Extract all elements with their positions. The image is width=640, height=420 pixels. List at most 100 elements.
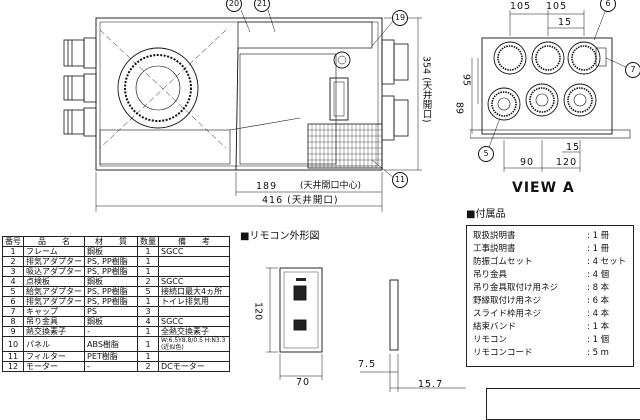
cell-material: - xyxy=(84,326,138,337)
bottom-right-frame xyxy=(486,388,640,420)
dim-89: 89 xyxy=(453,102,465,115)
cell-notes: SGCC xyxy=(158,276,230,287)
accessory-name: リモコンコード xyxy=(473,348,533,358)
cell-material: ABS樹脂 xyxy=(84,336,138,352)
accessory-qty: : 1 冊 xyxy=(587,231,610,241)
cell-name: 排気アダプター xyxy=(23,256,85,267)
cell-name: フレーム xyxy=(23,246,85,257)
cell-name: キャップ xyxy=(23,306,85,317)
remote-dim-70: 70 xyxy=(296,377,311,388)
dim-top-105a: 105 xyxy=(510,1,532,12)
parts-table-header: 番号 品 名 材 質 数量 備 考 xyxy=(2,236,230,247)
accessory-qty: : 5 m xyxy=(587,348,609,358)
accessory-qty: : 4 個 xyxy=(587,270,610,280)
accessory-name: 野縁取付け用ネジ xyxy=(473,296,542,306)
unit-outline xyxy=(95,17,383,171)
callout-7: 7 xyxy=(625,62,640,78)
cell-notes: SGCC xyxy=(158,316,230,327)
cell-qty: 4 xyxy=(137,316,159,327)
view-a-title: VIEW A xyxy=(512,180,575,196)
cell-material: 鋼板 xyxy=(84,246,138,257)
dim-189: 189 xyxy=(256,181,278,192)
cell-notes: トイレ排気用 xyxy=(158,296,230,307)
header-notes: 備 考 xyxy=(158,236,230,247)
cell-name: モーター xyxy=(23,361,85,372)
accessory-qty: : 1 本 xyxy=(587,322,610,332)
remote-dim-15-7: 15.7 xyxy=(418,379,444,390)
accessory-qty: : 1 個 xyxy=(587,335,610,345)
cell-number: 8 xyxy=(2,316,24,327)
cell-name: 排気アダプター xyxy=(23,296,85,307)
cell-material: PET樹脂 xyxy=(84,351,138,362)
cell-notes xyxy=(158,256,230,267)
cell-qty: 1 xyxy=(137,256,159,267)
dim-bottom-90: 90 xyxy=(520,157,535,168)
cell-material: PS, PP樹脂 xyxy=(84,296,138,307)
remote-side xyxy=(389,279,399,351)
accessory-name: 防振ゴムセット xyxy=(473,257,533,267)
dim-top-15: 15 xyxy=(558,17,573,28)
dim-top-105b: 105 xyxy=(546,1,568,12)
cell-number: 7 xyxy=(2,306,24,317)
cell-number: 4 xyxy=(2,276,24,287)
filter-grille xyxy=(307,123,383,169)
cell-number: 3 xyxy=(2,266,24,277)
remote-title: ■リモコン外形図 xyxy=(240,231,320,242)
dim-bottom-120: 120 xyxy=(556,157,578,168)
header-number: 番号 xyxy=(2,236,24,247)
cell-notes xyxy=(158,351,230,362)
cell-material: PS, PP樹脂 xyxy=(84,286,138,297)
accessory-name: 結束バンド xyxy=(473,322,516,332)
fan-circle xyxy=(99,29,227,149)
cell-qty: 1 xyxy=(137,336,159,352)
cell-material: - xyxy=(84,361,138,372)
callout-5: 5 xyxy=(478,146,494,162)
cell-number: 1 xyxy=(2,246,24,257)
right-adapters xyxy=(381,39,409,141)
remote-dim-7-5: 7.5 xyxy=(358,359,377,370)
cell-material: PS xyxy=(84,306,138,317)
cell-qty: 1 xyxy=(137,326,159,337)
accessories-box: 取扱説明書: 1 冊工事説明書: 1 冊防振ゴムセット: 4 セット吊り金具: … xyxy=(466,225,634,367)
cell-material: PS, PP樹脂 xyxy=(84,256,138,267)
accessory-qty: : 4 セット xyxy=(587,257,627,267)
accessory-qty: : 8 本 xyxy=(587,283,610,293)
dim-354: 354 (天井開口) xyxy=(420,56,432,123)
cell-name: パネル xyxy=(23,336,85,352)
accessory-name: リモコン xyxy=(473,335,508,345)
cell-notes: W:6.5Y8.8/0.5 H:N3.3 (近似色) xyxy=(158,336,230,352)
dim-189-note: (天井開口中心) xyxy=(300,181,362,191)
cell-notes xyxy=(158,306,230,317)
cell-notes: SGCC xyxy=(158,246,230,257)
cell-material: 鋼板 xyxy=(84,316,138,327)
cell-notes: DCモーター xyxy=(158,361,230,372)
callout-21: 21 xyxy=(254,0,270,12)
cell-name: フィルター xyxy=(23,351,85,362)
header-name: 品 名 xyxy=(23,236,85,247)
accessory-name: 吊り金具取付け用ネジ xyxy=(473,283,559,293)
cell-qty: 1 xyxy=(137,266,159,277)
view-a-outline xyxy=(481,37,613,135)
view-a-ports xyxy=(487,41,601,121)
cell-notes: 全熱交換素子 xyxy=(158,326,230,337)
accessory-name: スライド枠用ネジ xyxy=(473,309,542,319)
dim-95: 95 xyxy=(460,74,472,87)
cell-material: 鋼板 xyxy=(84,276,138,287)
cell-number: 10 xyxy=(2,336,24,352)
cell-name: 吊り金具 xyxy=(23,316,85,327)
cell-notes: 接続口最大4ヵ所 xyxy=(158,286,230,297)
header-qty: 数量 xyxy=(137,236,159,247)
cell-qty: 2 xyxy=(137,361,159,372)
cell-notes xyxy=(158,266,230,277)
main-unit-drawing xyxy=(63,9,422,212)
